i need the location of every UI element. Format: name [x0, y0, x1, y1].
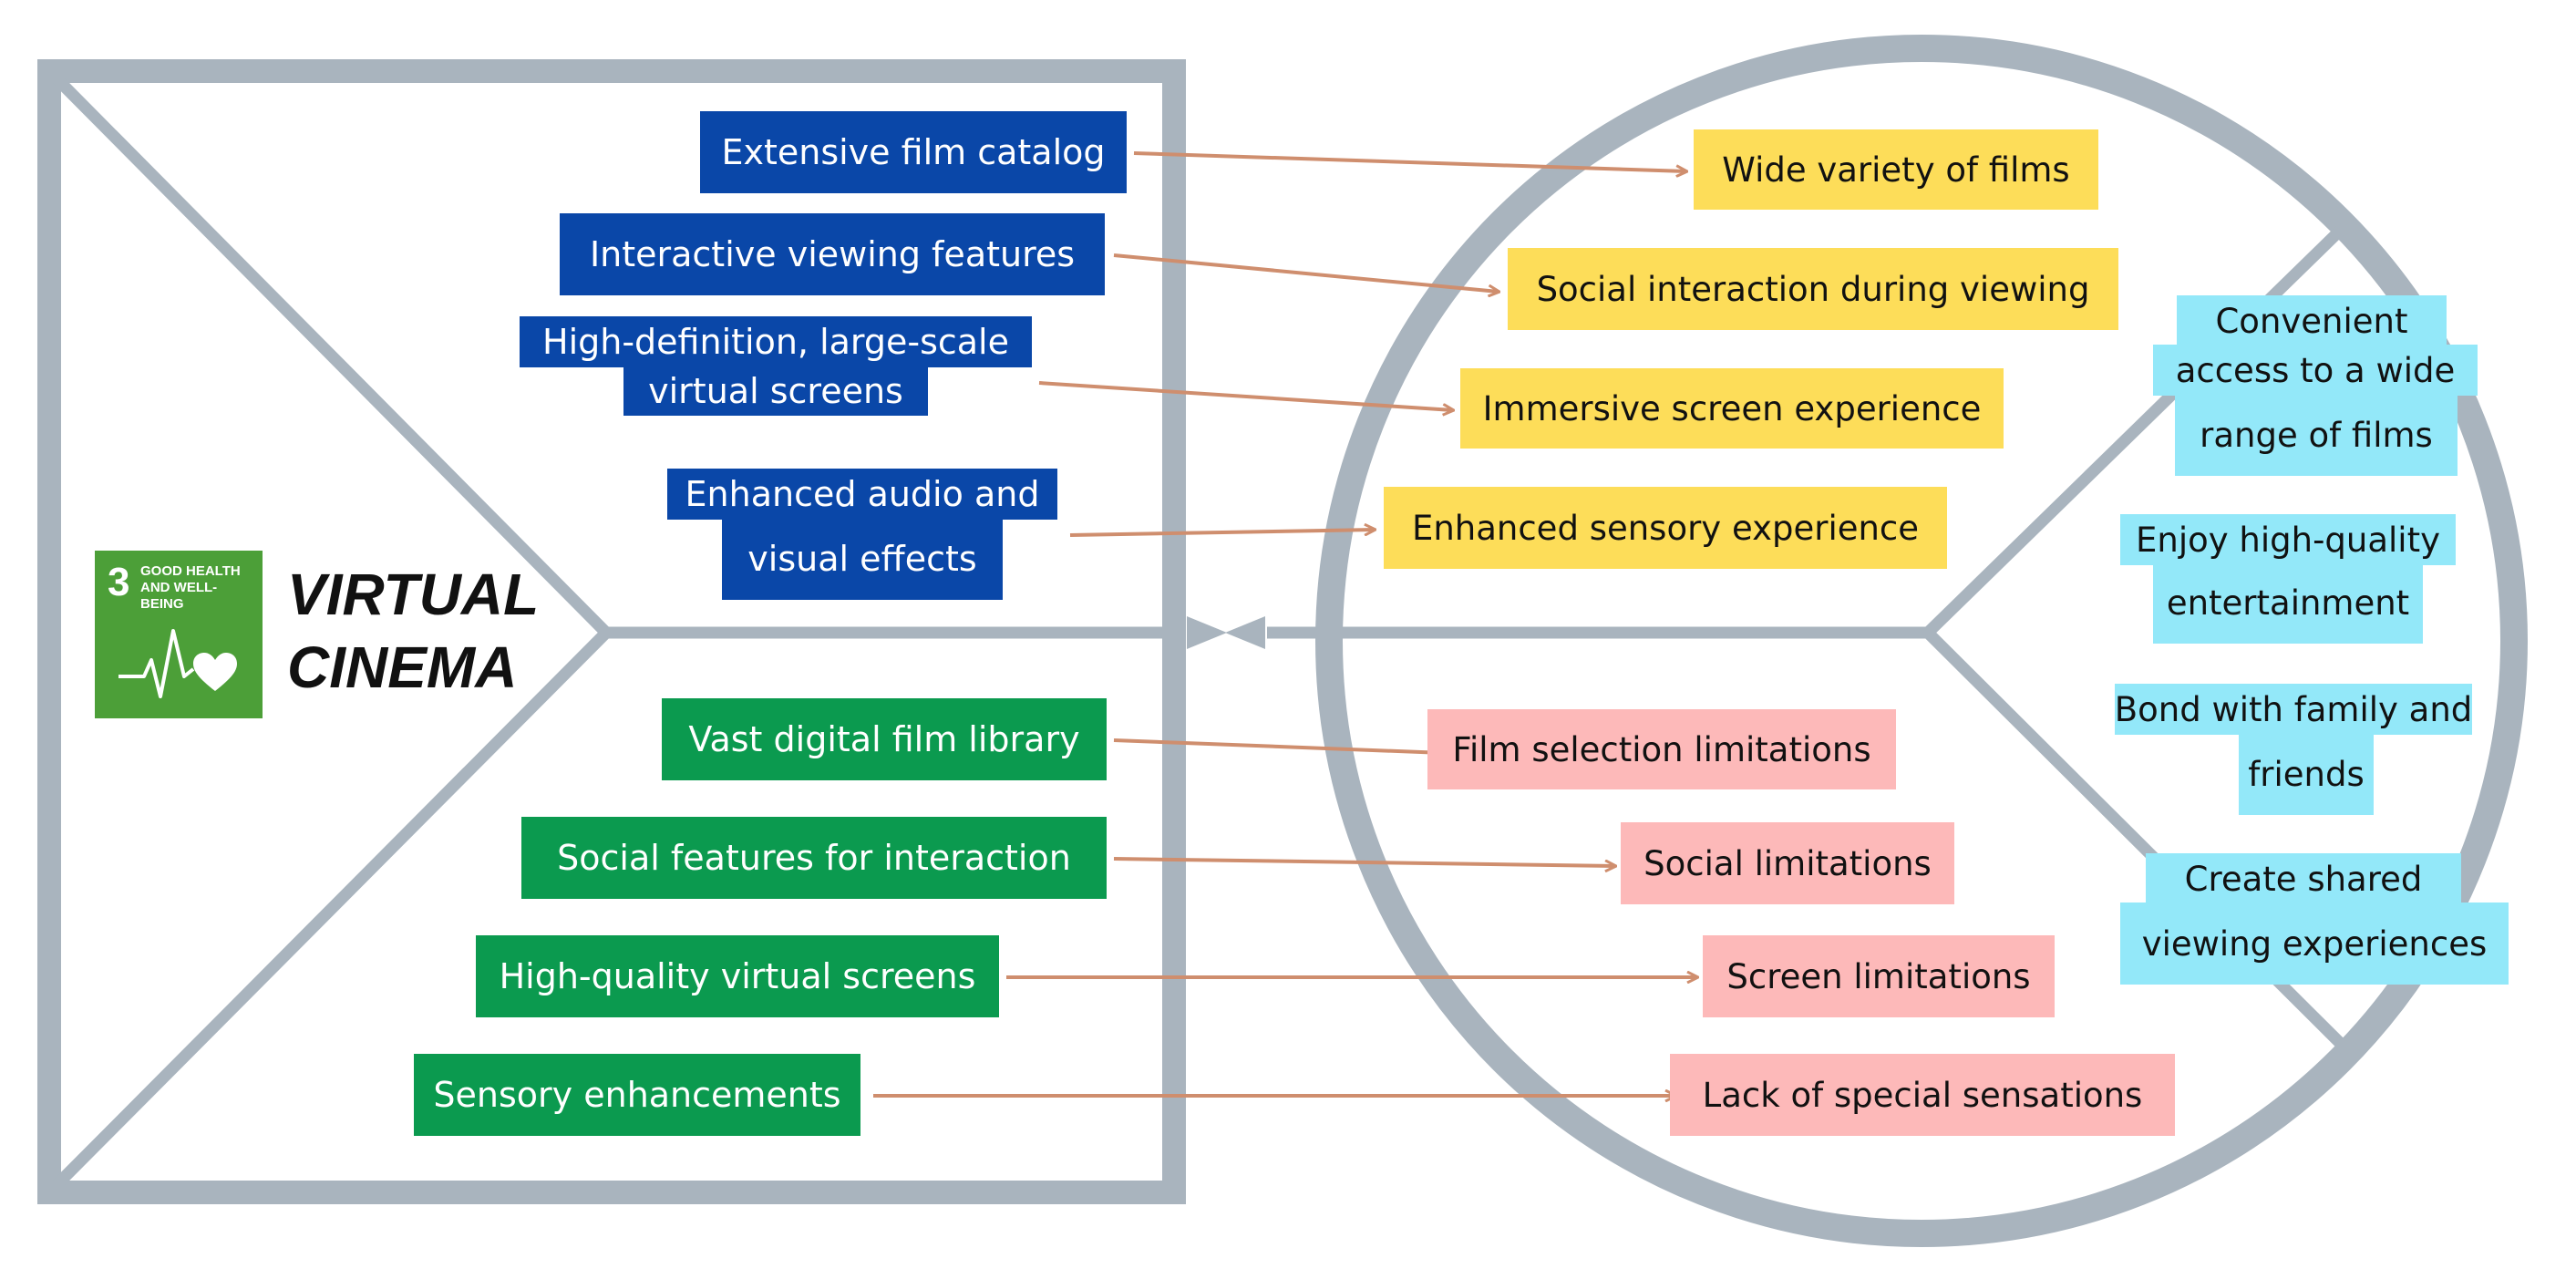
connector-arrow	[1069, 530, 1375, 537]
sdg-label: GOOD HEALTH AND WELL-BEING	[140, 563, 259, 613]
connector-arrows	[873, 151, 1697, 1096]
feature-upper-item-line: visual effects	[722, 518, 1003, 600]
sdg-label-line: GOOD HEALTH	[140, 563, 241, 579]
feature-upper-item-line: High-definition, large-scale	[520, 316, 1032, 367]
job-item-line: range of films	[2175, 394, 2458, 476]
title-line: CINEMA	[287, 634, 518, 700]
sdg-3-logo: 3 GOOD HEALTH AND WELL-BEING	[95, 551, 263, 718]
connector-arrow	[1113, 253, 1499, 292]
gain-item-line: Enhanced sensory experience	[1384, 487, 1947, 569]
feature-upper-item-line: Interactive viewing features	[560, 213, 1105, 295]
page-title: VIRTUAL CINEMA	[287, 558, 539, 704]
gain-item-line: Immersive screen experience	[1460, 368, 2004, 449]
customer-profile-frame	[1315, 35, 2528, 1247]
pain-item-line: Lack of special sensations	[1670, 1054, 2175, 1136]
feature-upper-item-line: Extensive film catalog	[700, 111, 1127, 193]
feature-lower-item-line: Sensory enhancements	[414, 1054, 860, 1136]
job-item-line: entertainment	[2153, 562, 2423, 644]
job-item-line: friends	[2239, 733, 2374, 815]
gain-item-line: Social interaction during viewing	[1508, 248, 2118, 330]
fit-arrow-right-icon	[1187, 616, 1227, 649]
pain-item-line: Film selection limitations	[1427, 709, 1896, 789]
job-item-line: Create shared	[2146, 853, 2461, 904]
job-item-line: Enjoy high-quality	[2120, 514, 2456, 565]
connector-arrow	[1113, 857, 1615, 866]
heartbeat-heart-icon	[118, 629, 237, 698]
connector-arrow	[1133, 151, 1686, 171]
pain-item-line: Social limitations	[1621, 822, 1954, 904]
fit-arrow-left-icon	[1225, 616, 1265, 649]
sdg-label-line: AND WELL-BEING	[140, 580, 218, 612]
feature-lower-item-line: Social features for interaction	[521, 817, 1107, 899]
title-line: VIRTUAL	[287, 562, 540, 627]
job-item-line: access to a wide	[2153, 345, 2478, 396]
job-item-line: viewing experiences	[2120, 903, 2509, 985]
sdg-number: 3	[108, 560, 130, 604]
gain-item-line: Wide variety of films	[1694, 129, 2098, 210]
feature-upper-item-line: Enhanced audio and	[667, 469, 1057, 520]
feature-lower-item-line: Vast digital film library	[662, 698, 1107, 780]
connector-arrow	[1113, 738, 1444, 753]
pain-item-line: Screen limitations	[1703, 935, 2055, 1017]
job-item-line: Convenient	[2177, 295, 2447, 346]
feature-lower-item-line: High-quality virtual screens	[476, 935, 999, 1017]
value-map-divider-upper	[52, 74, 611, 637]
value-map-divider-lower	[52, 628, 611, 1190]
connector-arrow	[1038, 381, 1453, 410]
job-item-line: Bond with family and	[2115, 684, 2472, 735]
feature-upper-item-line: virtual screens	[623, 366, 928, 416]
